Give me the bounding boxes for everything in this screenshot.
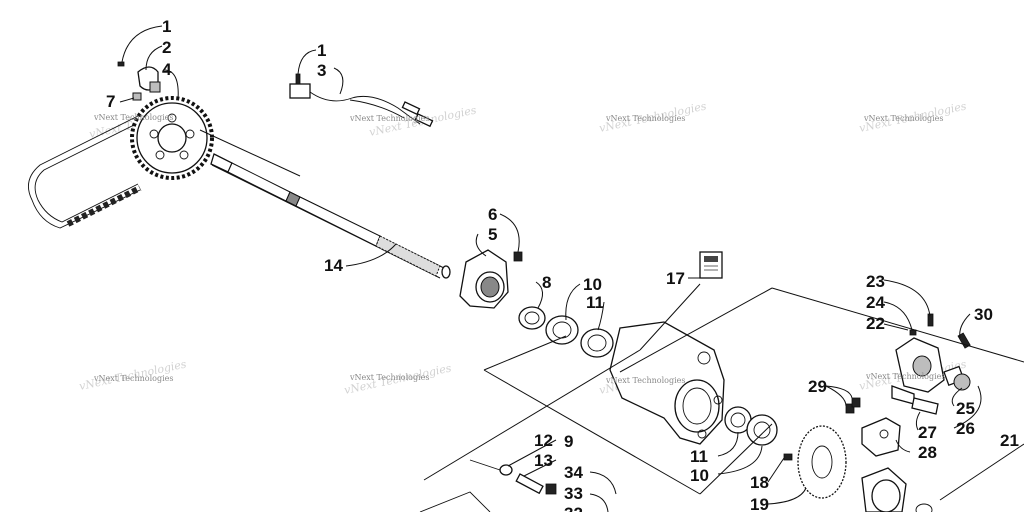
callout-label: 28: [918, 443, 937, 462]
callout-label: 11: [586, 293, 604, 312]
callout-label: 21: [1000, 431, 1019, 450]
bearing-stack-lower: [724, 406, 778, 446]
callout-label: 33: [564, 484, 583, 503]
axle-housing: [609, 251, 725, 445]
drive-chain: [27, 109, 151, 229]
callout-label: 12: [534, 431, 553, 450]
callout-label: 25: [956, 399, 975, 418]
callout-label: 8: [542, 273, 551, 292]
watermark: vNext Technologies: [349, 114, 429, 123]
watermarks: vNext Technologies vNext Technologies vN…: [93, 113, 945, 385]
callout-label: 17: [666, 269, 685, 288]
callout-label: 18: [750, 473, 769, 492]
watermark: vNext Technologies: [865, 372, 945, 381]
callout-label: 10: [583, 275, 602, 294]
callout-label: 1: [162, 17, 171, 36]
rear-axle-shaft: [210, 153, 451, 279]
watermark: vNext Technologies: [605, 376, 685, 385]
callout-label: 11: [690, 447, 708, 466]
caliper-bracket: [845, 397, 901, 457]
callout-label: 14: [324, 256, 343, 275]
callout-label: 32: [564, 504, 583, 512]
callout-label: 4: [162, 60, 172, 79]
callout-label: 19: [750, 495, 769, 512]
callout-label: 6: [488, 205, 497, 224]
callout-label: 3: [317, 61, 326, 80]
wheel-hub: [861, 467, 933, 512]
bearing-flange: [459, 249, 523, 309]
speed-sensor-assembly: [289, 73, 434, 128]
callout-label: 10: [690, 466, 709, 485]
callout-label: 2: [162, 38, 171, 57]
callout-label: 24: [866, 293, 885, 312]
leader-lines: [119, 25, 982, 512]
callout-label: 29: [808, 377, 827, 396]
rear-sprocket: [130, 96, 214, 180]
watermark: vNext Technologies: [93, 374, 173, 383]
callout-label: 5: [488, 225, 497, 244]
callout-label: 23: [866, 272, 885, 291]
brake-caliper-assembly: [891, 313, 971, 415]
sprocket-hardware: [117, 61, 161, 101]
bearing-stack-upper: [518, 306, 614, 358]
callout-label: 22: [866, 314, 885, 333]
callout-label: 30: [974, 305, 993, 324]
callout-labels: 1 2 4 7 1 3 6 5 14 8 10 11 17 23 24 22 3…: [106, 17, 1019, 512]
callout-label: 7: [106, 92, 115, 111]
reference-lines: [199, 129, 1024, 501]
callout-label: 9: [564, 432, 573, 451]
watermark: vNext Technologies: [349, 373, 429, 382]
callout-label: 27: [918, 423, 937, 442]
watermark: vNext Technologies: [863, 114, 943, 123]
callout-label: 13: [534, 451, 553, 470]
lower-hardware: [419, 459, 557, 512]
callout-label: 1: [317, 41, 326, 60]
watermark: vNext Technologies: [605, 114, 685, 123]
callout-label: 26: [956, 419, 975, 438]
brake-disc: [783, 425, 847, 499]
watermark: vNext Technologies: [93, 113, 173, 122]
callout-label: 34: [564, 463, 583, 482]
